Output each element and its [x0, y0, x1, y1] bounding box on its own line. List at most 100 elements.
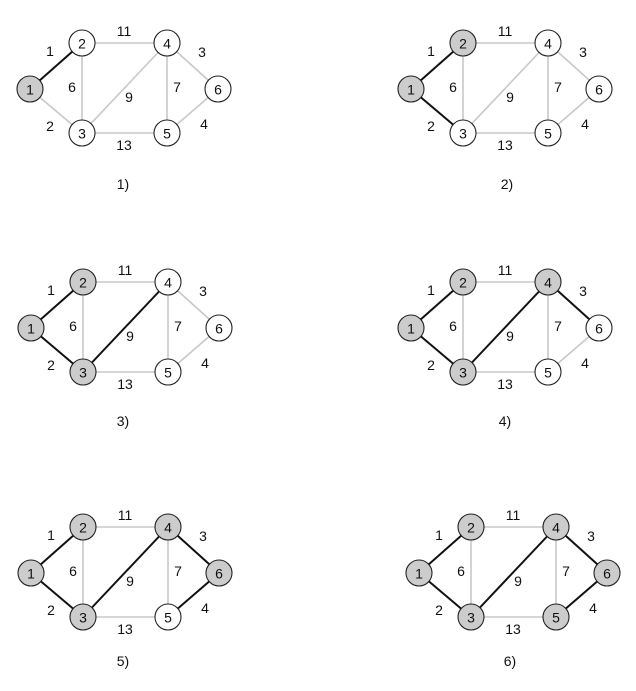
edge-weight-2-4: 11 — [118, 262, 133, 278]
node-2 — [68, 29, 96, 57]
edge-weight-3-4: 9 — [125, 89, 133, 105]
edge-weight-3-4: 9 — [506, 89, 514, 105]
node-label-4: 4 — [552, 520, 560, 536]
edge-weight-1-2: 1 — [47, 282, 55, 298]
node-4 — [534, 29, 562, 57]
node-label-6: 6 — [595, 82, 603, 98]
node-6 — [585, 314, 613, 342]
node-5 — [153, 119, 181, 147]
edge-weight-1-2: 1 — [47, 527, 55, 543]
edge-weight-1-2: 1 — [427, 43, 435, 59]
edge-weight-4-6: 3 — [587, 528, 595, 544]
edge-weight-4-6: 3 — [198, 44, 206, 60]
node-3-selected — [457, 603, 485, 631]
node-label-2: 2 — [459, 275, 467, 291]
node-label-3: 3 — [459, 365, 467, 381]
node-3 — [449, 119, 477, 147]
node-label-2: 2 — [79, 520, 87, 536]
edge-weight-5-6: 4 — [201, 355, 209, 371]
node-6 — [205, 314, 233, 342]
edge-3-4 — [462, 42, 549, 134]
node-3-selected — [69, 603, 97, 631]
edge-weight-1-3: 2 — [47, 602, 55, 618]
edge-weight-1-2: 1 — [46, 43, 54, 59]
edge-weight-3-5: 13 — [497, 376, 513, 392]
node-label-2: 2 — [79, 275, 87, 291]
edge-weight-4-5: 7 — [174, 563, 182, 579]
edge-weight-5-6: 4 — [200, 116, 208, 132]
edge-weight-3-4: 9 — [514, 573, 522, 589]
edge-weight-4-5: 7 — [173, 79, 181, 95]
node-label-4: 4 — [163, 36, 171, 52]
edge-weight-4-6: 3 — [199, 528, 207, 544]
node-5-selected — [542, 603, 570, 631]
node-label-5: 5 — [164, 610, 172, 626]
edge-weight-3-4: 9 — [126, 573, 134, 589]
node-label-5: 5 — [163, 126, 171, 142]
node-1-selected — [397, 75, 425, 103]
node-5 — [534, 358, 562, 386]
panel-caption-1: 1) — [117, 176, 129, 192]
edge-3-4-selected — [462, 281, 549, 373]
node-1-selected — [17, 559, 45, 587]
edge-weight-3-4: 9 — [126, 328, 134, 344]
edge-weight-4-5: 7 — [554, 318, 562, 334]
node-label-5: 5 — [544, 126, 552, 142]
node-2-selected — [69, 513, 97, 541]
node-5 — [154, 358, 182, 386]
edge-weight-1-2: 1 — [435, 527, 443, 543]
node-label-1: 1 — [407, 82, 415, 98]
node-1-selected — [405, 559, 433, 587]
node-5 — [154, 603, 182, 631]
edge-weight-5-6: 4 — [589, 600, 597, 616]
edge-weight-2-3: 6 — [69, 563, 77, 579]
edge-weight-5-6: 4 — [581, 116, 589, 132]
node-label-2: 2 — [459, 36, 467, 52]
node-6-selected — [205, 559, 233, 587]
edge-weight-1-3: 2 — [427, 357, 435, 373]
node-label-3: 3 — [78, 126, 86, 142]
edge-weight-4-5: 7 — [562, 563, 570, 579]
edge-weight-2-4: 11 — [117, 23, 132, 39]
node-label-6: 6 — [595, 321, 603, 337]
edge-weight-4-6: 3 — [579, 44, 587, 60]
edge-3-4 — [81, 42, 168, 134]
node-label-3: 3 — [467, 610, 475, 626]
node-label-5: 5 — [164, 365, 172, 381]
node-4 — [154, 268, 182, 296]
edge-weight-4-5: 7 — [554, 79, 562, 95]
node-label-6: 6 — [214, 82, 222, 98]
edge-weight-3-4: 9 — [506, 328, 514, 344]
node-label-6: 6 — [603, 566, 611, 582]
edge-weight-2-4: 11 — [498, 262, 513, 278]
node-label-2: 2 — [78, 36, 86, 52]
node-6 — [585, 75, 613, 103]
edge-weight-2-3: 6 — [457, 563, 465, 579]
panel-caption-5: 5) — [117, 653, 129, 669]
edge-3-4-selected — [470, 526, 557, 618]
node-label-4: 4 — [544, 36, 552, 52]
node-label-2: 2 — [467, 520, 475, 536]
edge-weight-4-6: 3 — [579, 283, 587, 299]
node-label-4: 4 — [164, 520, 172, 536]
node-label-1: 1 — [415, 566, 423, 582]
edge-weight-1-3: 2 — [427, 118, 435, 134]
node-label-4: 4 — [544, 275, 552, 291]
node-2-selected — [449, 29, 477, 57]
edge-weight-4-5: 7 — [174, 318, 182, 334]
edge-weight-2-4: 11 — [498, 23, 513, 39]
edge-weight-2-4: 11 — [118, 507, 133, 523]
node-label-1: 1 — [27, 321, 35, 337]
panel-caption-4: 4) — [499, 413, 511, 429]
node-label-4: 4 — [164, 275, 172, 291]
panel-caption-3: 3) — [117, 413, 129, 429]
edge-weight-1-3: 2 — [46, 118, 54, 134]
node-2-selected — [457, 513, 485, 541]
node-3 — [68, 119, 96, 147]
